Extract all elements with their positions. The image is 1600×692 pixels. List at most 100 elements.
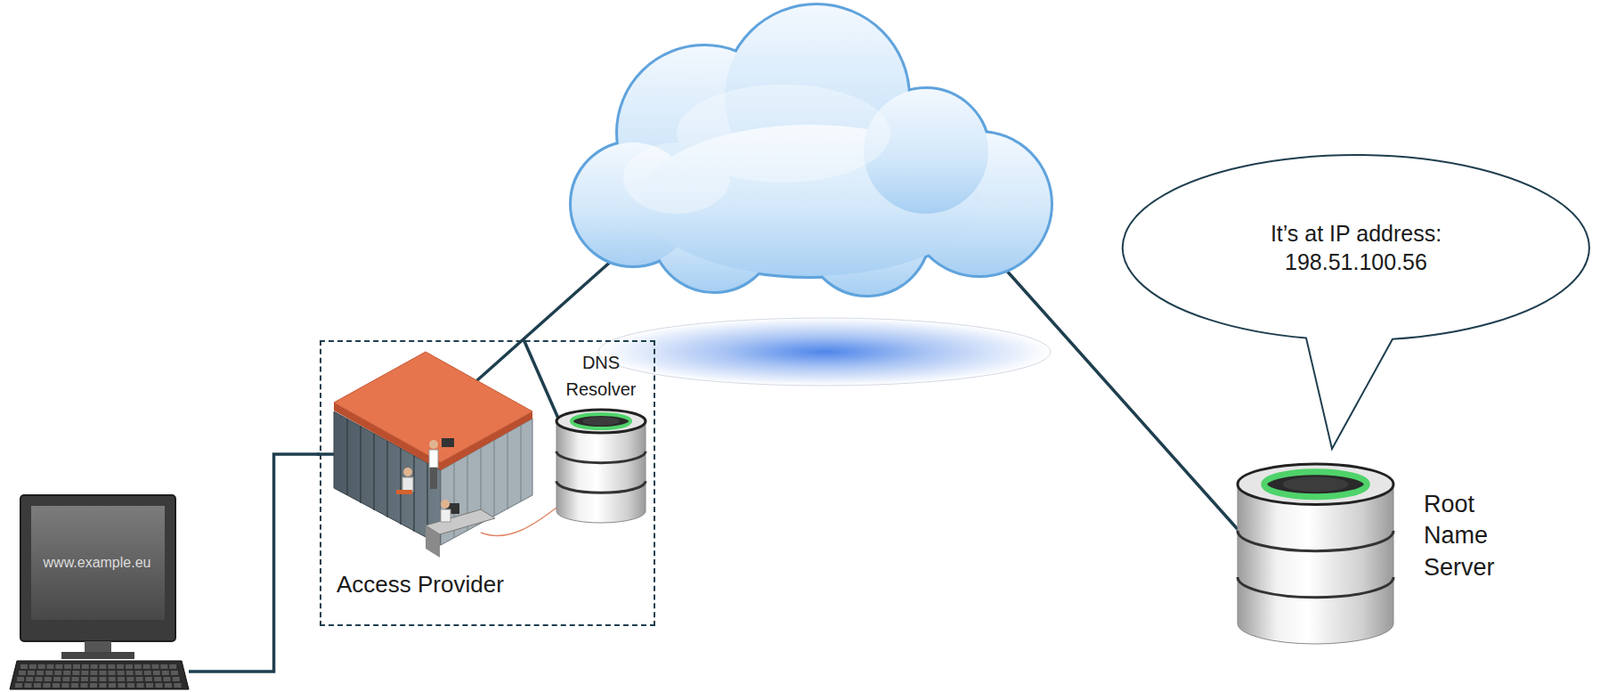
keyboard-key [72, 676, 80, 682]
text-holder: Access Provider [336, 570, 622, 599]
keyboard-key [43, 682, 51, 688]
keyboard [9, 660, 189, 690]
rack-lines-part [413, 454, 415, 532]
node-label: DNS Resolver [556, 349, 646, 403]
keyboard-key [126, 676, 134, 682]
root-name-server-drawing [1237, 463, 1394, 644]
keyboard-key [89, 676, 98, 682]
keyboard-key [25, 676, 33, 682]
cylinder-divider [556, 451, 646, 463]
keyboard-key [143, 664, 151, 669]
keyboard-key [73, 664, 81, 669]
operators-part [396, 489, 413, 495]
keyboard-key [63, 670, 71, 675]
cylinder-ring [571, 414, 631, 429]
rack-lines-part [399, 447, 401, 525]
keyboard-key [117, 670, 125, 675]
text-holder: It’s at IP address: 198.51.100.56 [1244, 219, 1468, 277]
root-name-server: Root Name Server [1233, 458, 1527, 650]
node-label: It’s at IP address: 198.51.100.56 [1244, 219, 1468, 277]
keyboard-key [116, 664, 124, 669]
cylinder-divider [1237, 576, 1394, 598]
rack-lines-right-part [493, 439, 495, 517]
operators-part [429, 439, 439, 449]
keyboard-key [64, 664, 72, 669]
keyboard-key [108, 682, 116, 688]
computer: www.example.eu [9, 495, 189, 690]
keyboard-key [153, 670, 161, 675]
keyboard-key [15, 682, 23, 688]
keyboard-key [126, 670, 134, 675]
keyboard-key [89, 682, 98, 688]
text-holder: DNS Resolver [556, 349, 646, 403]
network-link [188, 454, 320, 672]
cylinder-core [1283, 477, 1349, 492]
access-provider-box: Access Provider DNS Resolver [319, 340, 656, 626]
cylinder-core [582, 416, 620, 425]
keyboard-key [29, 664, 37, 669]
keyboard-key [170, 670, 179, 675]
keyboard-key [81, 682, 89, 688]
cable [480, 503, 561, 537]
keyboard-key [90, 664, 98, 669]
monitor-base [61, 651, 135, 659]
operators-part [429, 449, 439, 468]
rack-lines-part [346, 418, 348, 496]
keyboard-key [55, 664, 63, 669]
speech-bubble: It’s at IP address: 198.51.100.56 [1120, 153, 1592, 452]
keyboard-key [152, 664, 160, 669]
keyboard-key [81, 670, 89, 675]
keyboard-key [53, 676, 61, 682]
keyboard-key [172, 676, 180, 682]
cloud-outline [571, 5, 1051, 295]
keyboard-key [118, 682, 126, 688]
keyboard-key [136, 676, 144, 682]
operators-part [440, 509, 451, 522]
keyboard-key [160, 664, 168, 669]
keyboard-key [81, 664, 90, 669]
keyboard-key [36, 670, 44, 675]
speech-bubble-shape [1120, 153, 1592, 452]
keyboard-key [71, 682, 79, 688]
rack-lines-part [373, 433, 374, 511]
cylinder-top [1237, 463, 1394, 505]
keyboard-key [99, 682, 107, 688]
text-holder: Root Name Server [1423, 488, 1522, 583]
keyboard-key [54, 670, 62, 675]
operators-part [430, 467, 438, 489]
keyboard-key [135, 670, 143, 675]
keyboard-key [134, 664, 142, 669]
keyboard-key [45, 670, 53, 675]
speech-bubble-outline [1122, 154, 1590, 449]
node-label: Root Name Server [1423, 488, 1522, 583]
internet-cloud [571, 5, 1051, 295]
monitor-screen [31, 505, 165, 620]
keyboard-key [24, 682, 33, 688]
keyboard-key [145, 676, 153, 682]
dns-resolver-drawing [556, 409, 646, 523]
keyboard-key [27, 670, 35, 675]
keyboard-key [20, 664, 28, 669]
cloud-shadow [598, 317, 1051, 386]
dns-resolver: DNS Resolver [552, 345, 650, 528]
cloud-highlight-part [623, 142, 731, 214]
roof [333, 351, 533, 463]
keyboard-key [81, 676, 89, 682]
keyboard-key [99, 670, 107, 675]
keyboard-key [99, 676, 107, 682]
rack-lines-right-part [519, 424, 521, 502]
data-center-building [333, 351, 561, 558]
cylinder-divider [1237, 530, 1394, 552]
keyboard-key [16, 676, 25, 682]
keyboard-key [127, 682, 135, 688]
operators-part [402, 477, 414, 492]
keyboard-key [107, 664, 115, 669]
cylinder-divider [556, 480, 646, 493]
resolver-wire [523, 339, 560, 421]
keyboard-key [47, 664, 55, 669]
keyboard-key [169, 664, 177, 669]
keyboard-key [154, 676, 162, 682]
keyboard-key [52, 682, 60, 688]
keyboard-key [62, 682, 70, 688]
